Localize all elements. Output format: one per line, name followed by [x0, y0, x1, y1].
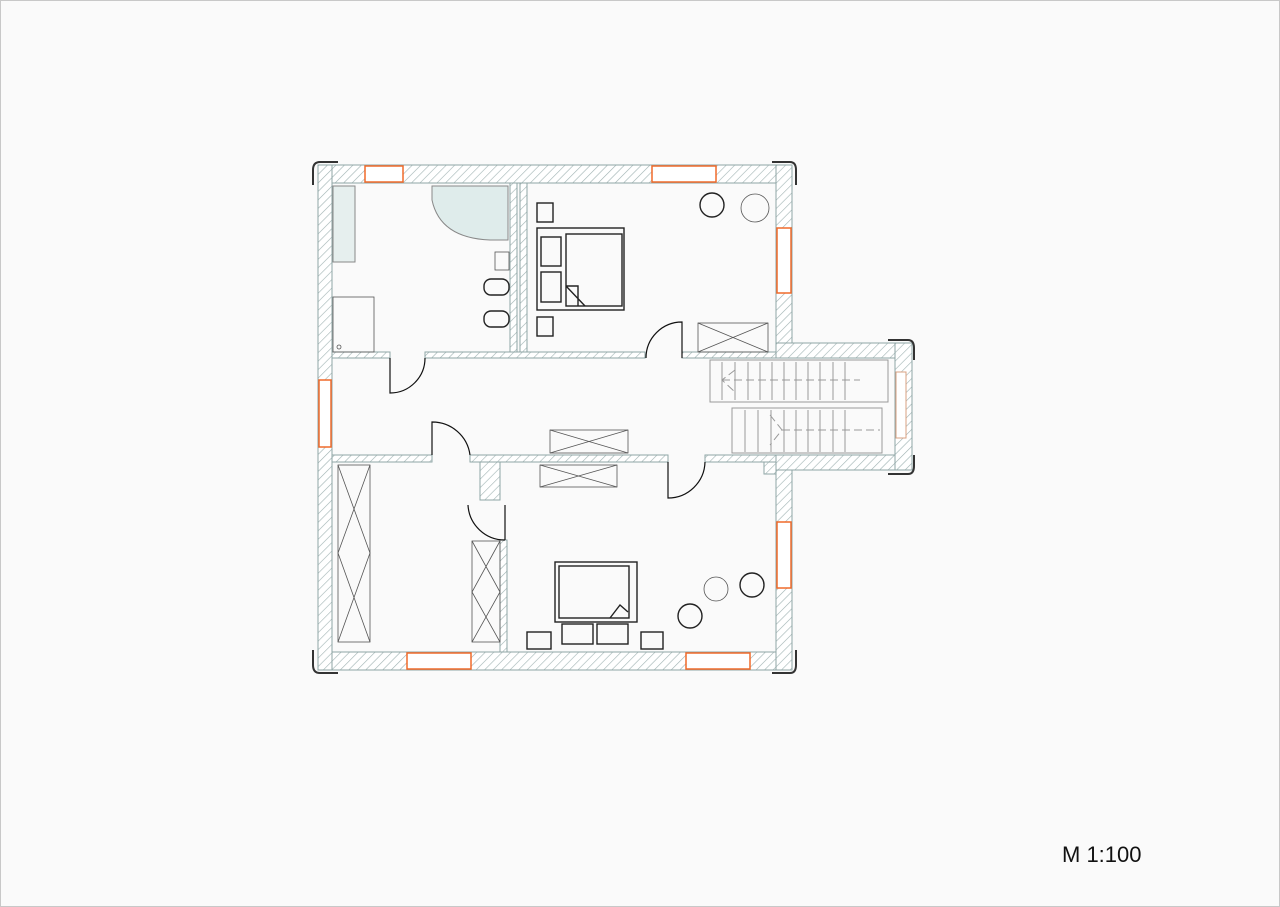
exterior-walls	[317, 164, 913, 671]
interior-walls	[331, 182, 777, 653]
bedroom-upper-furniture	[536, 192, 770, 353]
hallway-furniture	[539, 429, 629, 488]
bedroom-lower-furniture	[337, 464, 765, 650]
staircase	[709, 359, 889, 454]
scale-label: M 1:100	[1062, 842, 1142, 867]
bathroom-fixtures	[332, 185, 510, 353]
corner-marks	[312, 161, 915, 674]
windows	[318, 165, 907, 670]
doors	[389, 321, 706, 541]
